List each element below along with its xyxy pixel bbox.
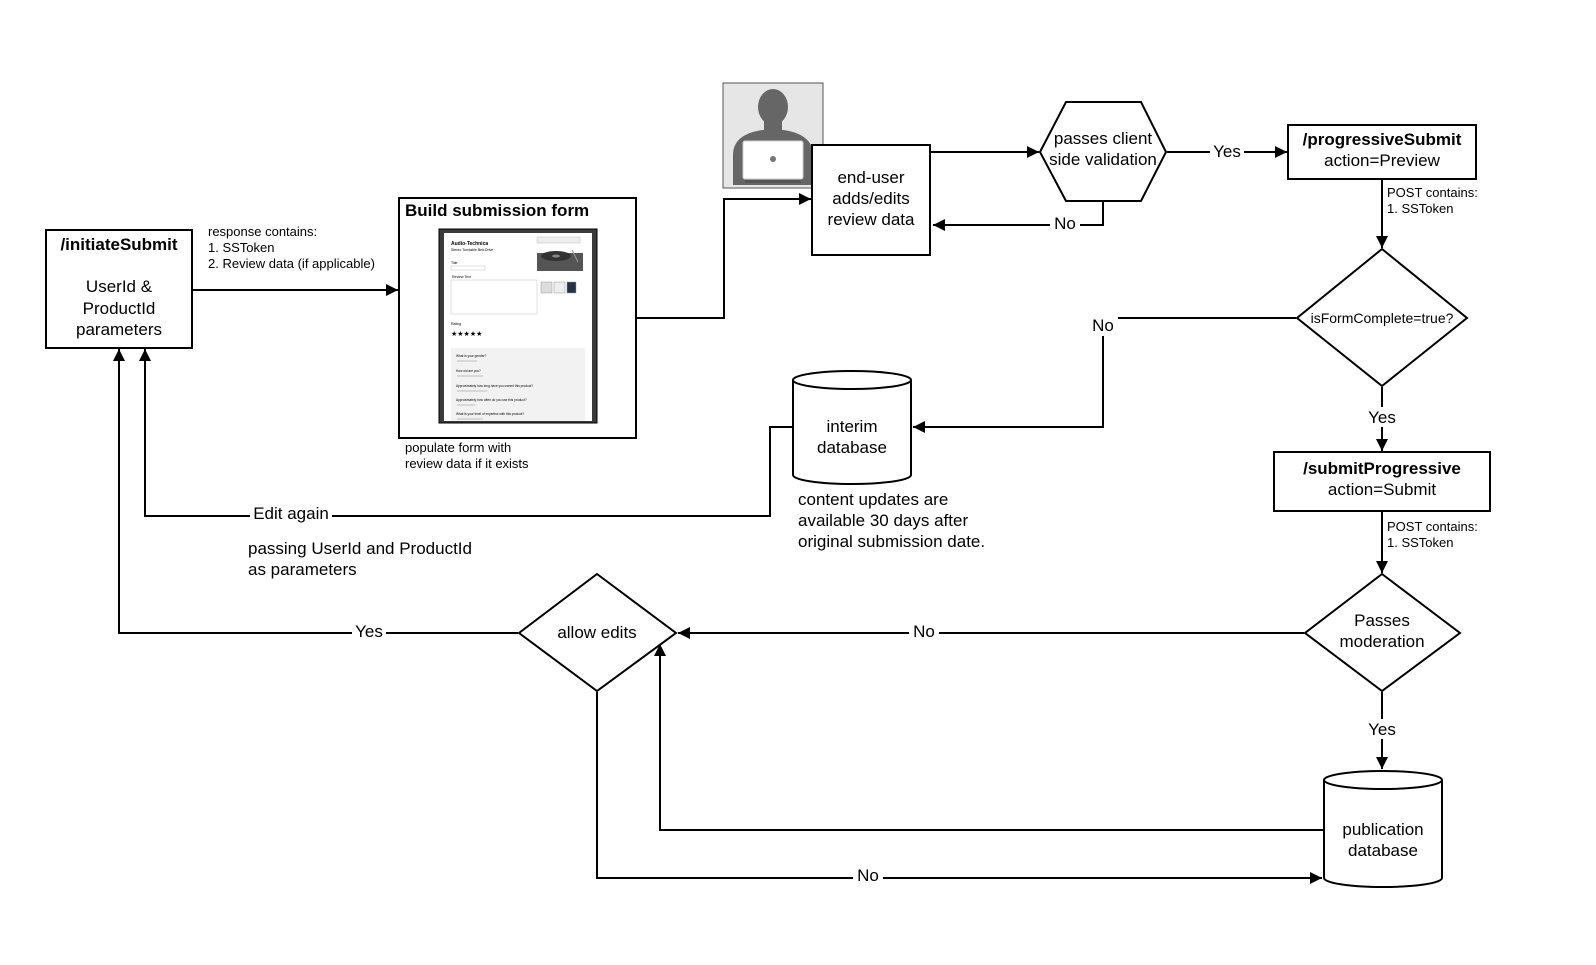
edge-validation-no bbox=[933, 201, 1104, 231]
svg-text:How old are you?: How old are you? bbox=[456, 369, 481, 373]
edge-allow-no bbox=[596, 692, 1322, 884]
turntable-icon bbox=[536, 236, 583, 271]
node-is-form-complete: isFormComplete=true? bbox=[1295, 247, 1469, 388]
node-submit-progressive: /submitProgressive action=Submit bbox=[1273, 451, 1491, 512]
svg-text:Approximately how long have yo: Approximately how long have you owned th… bbox=[456, 384, 533, 388]
node-progressive-submit: /progressiveSubmit action=Preview bbox=[1287, 124, 1477, 180]
build-form-title: Build submission form bbox=[405, 201, 589, 220]
annotation-passing-params: passing UserId and ProductId as paramete… bbox=[248, 539, 472, 579]
node-allow-edits: allow edits bbox=[517, 572, 678, 693]
svg-text:POST contains:: POST contains: bbox=[1387, 185, 1478, 200]
client-validation-line1: passes client bbox=[1054, 129, 1153, 148]
edge-label-allow-no: No bbox=[857, 866, 879, 885]
svg-text:2. Review data (if applicable): 2. Review data (if applicable) bbox=[208, 256, 375, 271]
end-user-line1: end-user bbox=[837, 168, 904, 187]
svg-text:1. SSToken: 1. SSToken bbox=[208, 240, 275, 255]
interim-db-line1: interim bbox=[826, 417, 877, 436]
svg-text:as parameters: as parameters bbox=[248, 560, 357, 579]
node-passes-moderation: Passes moderation bbox=[1303, 572, 1462, 693]
initiate-submit-line3: parameters bbox=[76, 320, 162, 339]
edge-label-moderation-yes: Yes bbox=[1368, 720, 1396, 739]
svg-text:Stereo Turntable Belt-Drive: Stereo Turntable Belt-Drive bbox=[451, 248, 493, 252]
form-screenshot-image: Audio-Technica Stereo Turntable Belt-Dri… bbox=[438, 228, 598, 424]
is-form-complete-label: isFormComplete=true? bbox=[1311, 310, 1454, 326]
edge-publication-to-allow bbox=[654, 644, 1324, 831]
svg-text:Approximately how often do you: Approximately how often do you use this … bbox=[456, 398, 527, 402]
edge-label-complete-yes: Yes bbox=[1368, 408, 1396, 427]
node-initiate-submit: /initiateSubmit UserId & ProductId param… bbox=[45, 229, 193, 349]
node-publication-database: publication database bbox=[1323, 770, 1443, 888]
progressive-submit-title: /progressiveSubmit bbox=[1303, 130, 1462, 149]
edge-label-complete-no: No bbox=[1092, 316, 1114, 335]
edge-label-moderation-no: No bbox=[913, 622, 935, 641]
node-client-validation: passes client side validation bbox=[1038, 101, 1168, 202]
annotation-populate-form: populate form with review data if it exi… bbox=[405, 440, 529, 471]
svg-text:passing UserId and ProductId: passing UserId and ProductId bbox=[248, 539, 472, 558]
initiate-submit-title: /initiateSubmit bbox=[60, 235, 177, 254]
node-interim-database: interim database bbox=[792, 370, 912, 485]
initiate-submit-line1: UserId & bbox=[86, 277, 153, 296]
svg-text:★★★★★: ★★★★★ bbox=[451, 330, 482, 338]
node-end-user: end-user adds/edits review data bbox=[811, 144, 931, 256]
svg-text:1. SSToken: 1. SSToken bbox=[1387, 535, 1454, 550]
annotation-post-contains-1: POST contains: 1. SSToken bbox=[1387, 185, 1478, 216]
svg-text:response contains:: response contains: bbox=[208, 224, 317, 239]
progressive-submit-subtitle: action=Preview bbox=[1324, 151, 1440, 170]
edge-label-edit-again: Edit again bbox=[253, 504, 329, 523]
svg-text:Title: Title bbox=[451, 261, 458, 265]
edge-complete-no bbox=[913, 317, 1296, 433]
svg-text:content updates are: content updates are bbox=[798, 490, 948, 509]
user-laptop-icon bbox=[722, 82, 824, 189]
interim-db-line2: database bbox=[817, 438, 887, 457]
svg-text:review data if it exists: review data if it exists bbox=[405, 456, 529, 471]
passes-moderation-line1: Passes bbox=[1354, 611, 1410, 630]
submit-progressive-subtitle: action=Submit bbox=[1328, 480, 1436, 499]
node-build-form: Build submission form Audio-Technica Ste… bbox=[398, 197, 637, 439]
edge-label-validation-yes: Yes bbox=[1213, 142, 1241, 161]
svg-text:POST contains:: POST contains: bbox=[1387, 519, 1478, 534]
end-user-line2: adds/edits bbox=[832, 189, 910, 208]
annotation-post-contains-2: POST contains: 1. SSToken bbox=[1387, 519, 1478, 550]
submit-progressive-title: /submitProgressive bbox=[1303, 459, 1461, 478]
client-validation-line2: side validation bbox=[1049, 150, 1157, 169]
svg-text:What is your gender?: What is your gender? bbox=[456, 354, 487, 358]
edges bbox=[113, 146, 1388, 884]
svg-text:populate form with: populate form with bbox=[405, 440, 511, 455]
edge-label-validation-no: No bbox=[1054, 214, 1076, 233]
edge-labels: Yes No No Yes Edit again No Yes Yes No bbox=[250, 141, 1399, 887]
svg-text:original submission date.: original submission date. bbox=[798, 532, 985, 551]
allow-edits-label: allow edits bbox=[557, 623, 636, 642]
edge-edit-again bbox=[139, 349, 792, 517]
annotation-content-updates: content updates are available 30 days af… bbox=[798, 490, 985, 551]
svg-text:1. SSToken: 1. SSToken bbox=[1387, 201, 1454, 216]
svg-text:Audio-Technica: Audio-Technica bbox=[451, 241, 488, 247]
publication-db-line1: publication bbox=[1342, 820, 1423, 839]
edge-build-to-enduser bbox=[636, 193, 811, 319]
svg-text:available 30 days after: available 30 days after bbox=[798, 511, 968, 530]
publication-db-line2: database bbox=[1348, 841, 1418, 860]
svg-text:Rating: Rating bbox=[451, 322, 461, 326]
end-user-line3: review data bbox=[828, 210, 915, 229]
passes-moderation-line2: moderation bbox=[1339, 632, 1424, 651]
initiate-submit-line2: ProductId bbox=[83, 299, 156, 318]
annotation-response-contains: response contains: 1. SSToken 2. Review … bbox=[208, 224, 375, 271]
svg-text:Review Text: Review Text bbox=[452, 275, 471, 279]
svg-text:What is your level of expertis: What is your level of expertise with thi… bbox=[456, 412, 524, 416]
edge-label-allow-yes: Yes bbox=[355, 622, 383, 641]
